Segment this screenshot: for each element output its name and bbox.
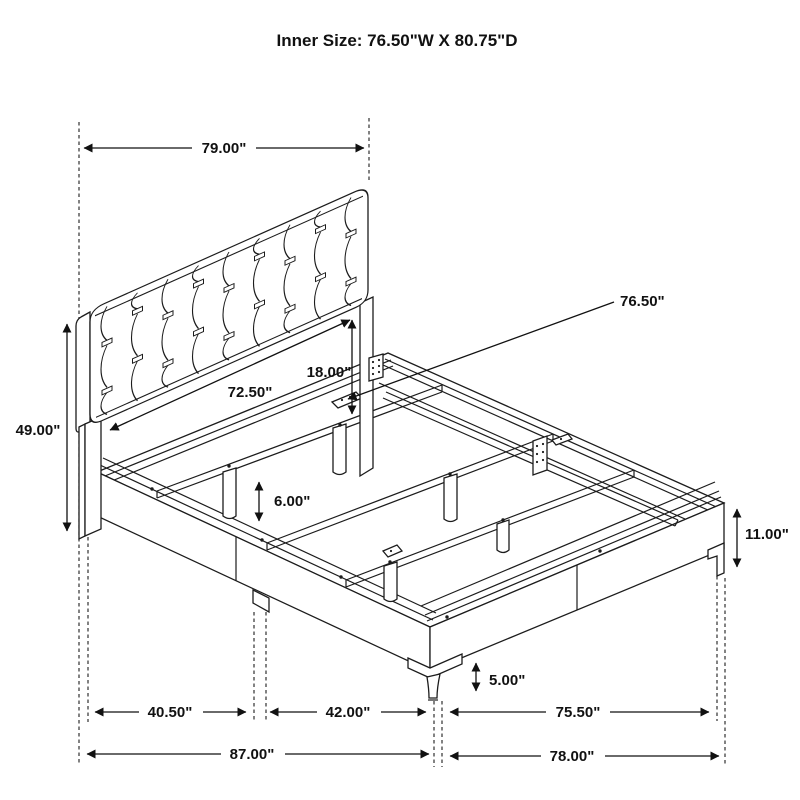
headboard-leg [84, 416, 102, 537]
dimension-label: 5.00" [489, 672, 525, 689]
rail-leg [252, 588, 270, 614]
headboard-post [359, 295, 384, 478]
headboard-leg [78, 422, 86, 541]
dimension-segment-front-right: 42.00" [269, 704, 427, 721]
slat [156, 384, 443, 499]
page-title: Inner Size: 76.50"W X 80.75"D [277, 31, 518, 50]
dimension-label: 79.00" [202, 140, 247, 157]
dimension-label: 42.00" [326, 704, 371, 721]
dimension-headboard-width: 72.50" [109, 319, 351, 431]
slat-bracket [381, 544, 404, 558]
support-leg [496, 519, 510, 554]
mounting-bracket [368, 353, 384, 382]
dimension-label: 76.50" [620, 293, 665, 310]
corner-leg-bracket [407, 653, 463, 679]
dimension-label-bg [139, 704, 203, 721]
dimension-label: 18.00" [307, 364, 352, 381]
support-leg [332, 423, 347, 476]
dimension-center-leg-height: 6.00" [254, 481, 310, 522]
leader-line [347, 301, 615, 401]
dimension-label: 49.00" [16, 422, 61, 439]
dimension-segment-side: 75.50" [449, 704, 710, 721]
dimension-overall-front: 87.00" [86, 746, 430, 763]
dimension-arrow [109, 319, 351, 431]
support-leg [443, 473, 458, 523]
slat-bracket [550, 433, 574, 446]
dimension-label-bg [541, 748, 605, 765]
dimension-label: 78.00" [550, 748, 595, 765]
corner-leg [426, 673, 441, 699]
dimension-slat-length: 76.50" [347, 293, 665, 401]
dimension-floor-clearance: 5.00" [471, 662, 525, 692]
bracket-plate [532, 435, 548, 476]
corner-leg [707, 542, 725, 577]
support-leg [383, 561, 398, 603]
dimension-label-bg [192, 139, 256, 157]
dimension-label-bg [221, 746, 285, 763]
dimensions: 79.00" 49.00" 72.50" 18.00" 76.50" 6.00"… [16, 139, 789, 765]
dimension-label-bg [317, 704, 381, 721]
dimension-label: 87.00" [230, 746, 275, 763]
corner-legs [407, 542, 725, 701]
slat-system [150, 384, 679, 619]
dimension-headboard-height: 49.00" [16, 323, 72, 532]
dimension-label: 72.50" [228, 384, 273, 401]
dimension-segment-front-left: 40.50" [94, 704, 247, 721]
dimension-rail-height: 11.00" [732, 508, 789, 568]
dimension-label: 6.00" [274, 493, 310, 510]
support-leg [222, 467, 237, 520]
slat [266, 433, 554, 551]
headboard-side-face [75, 310, 91, 433]
dimension-label: 40.50" [148, 704, 193, 721]
dimension-overall-side: 78.00" [449, 748, 720, 765]
dimension-overall-width: 79.00" [83, 139, 365, 157]
dimension-label: 75.50" [556, 704, 601, 721]
dimension-label-bg [546, 704, 610, 721]
center-rail [382, 391, 679, 527]
dimension-label: 11.00" [745, 526, 789, 543]
slat [345, 469, 635, 588]
